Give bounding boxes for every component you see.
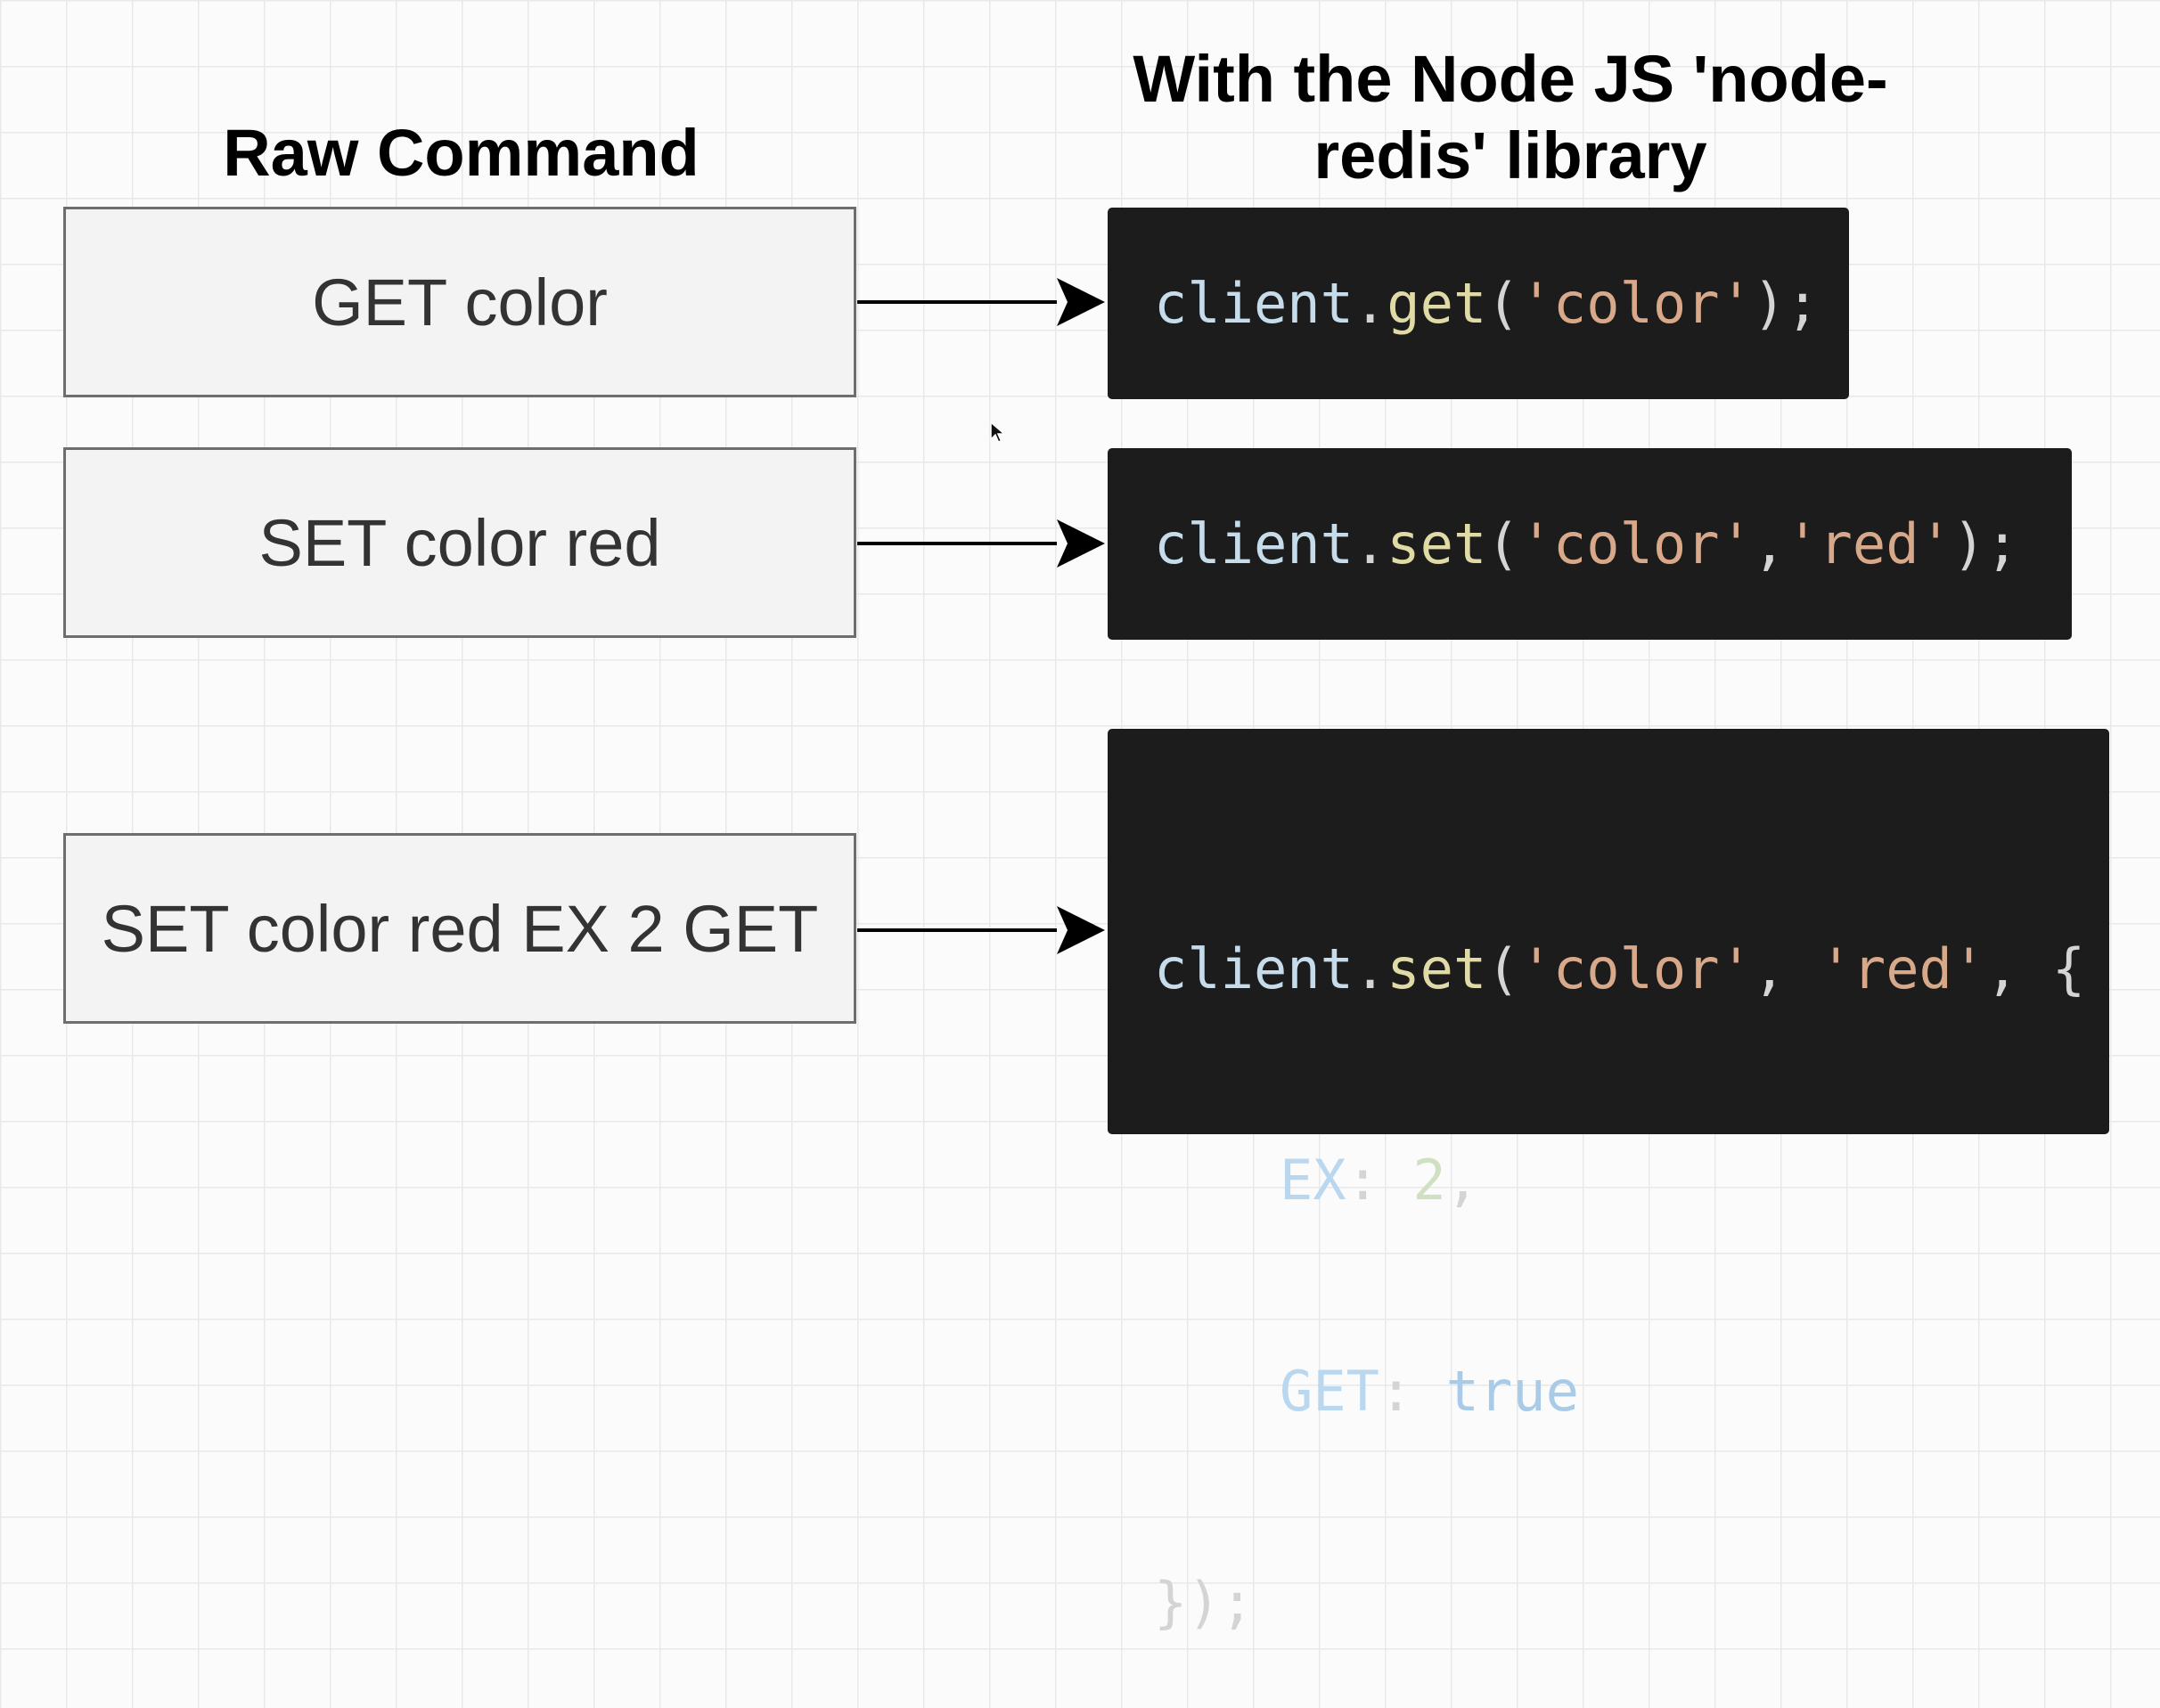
node-redis-heading-line2: redis' library	[1313, 118, 1707, 192]
code-token: ,	[1752, 936, 1787, 1001]
raw-command-text: GET color	[312, 265, 608, 339]
code-token: GET	[1280, 1359, 1379, 1424]
code-token: client	[1154, 271, 1354, 336]
raw-command-box-set-ex-get: SET color red EX 2 GET	[63, 833, 856, 1024]
code-token: 2	[1412, 1148, 1446, 1213]
arrow-right-icon	[857, 519, 1105, 568]
code-token: (	[1486, 511, 1520, 576]
code-token: 'red'	[1819, 936, 1986, 1001]
code-token: });	[1154, 1570, 1254, 1635]
code-token: set	[1387, 511, 1487, 576]
node-redis-heading: With the Node JS 'node- redis' library	[1105, 41, 1916, 194]
code-token: );	[1951, 511, 2019, 576]
code-token: ,	[1752, 511, 1787, 576]
raw-command-text: SET color red	[258, 505, 661, 580]
code-line: client.set('color', 'red', {	[1154, 934, 2109, 1004]
code-token: .	[1353, 936, 1387, 1001]
code-token: true	[1445, 1359, 1579, 1424]
code-token: 'color'	[1519, 936, 1753, 1001]
code-token: (	[1486, 271, 1520, 336]
code-token: (	[1486, 936, 1520, 1001]
code-token: .	[1353, 511, 1387, 576]
arrow-right-icon	[857, 906, 1105, 954]
code-block-set-options: client.set('color', 'red', { EX: 2, GET:…	[1108, 729, 2109, 1635]
mouse-cursor-icon	[990, 421, 1006, 443]
raw-command-heading: Raw Command	[223, 116, 700, 190]
code-token: 'red'	[1786, 511, 1952, 576]
arrow-right-icon	[857, 278, 1105, 326]
connector-arrows	[857, 278, 1105, 954]
code-block-get: client.get('color');	[1108, 208, 1849, 399]
raw-command-box-set: SET color red	[63, 447, 856, 638]
code-token: get	[1387, 271, 1487, 336]
raw-command-box-get: GET color	[63, 207, 856, 397]
code-token: ,	[1985, 936, 2019, 1001]
code-token: :	[1379, 1359, 1413, 1424]
code-line: EX: 2,	[1154, 1145, 2109, 1215]
code-line: });	[1154, 1567, 2109, 1638]
code-token: EX	[1280, 1148, 1346, 1213]
code-token: :	[1346, 1148, 1379, 1213]
code-line: GET: true	[1154, 1356, 2109, 1426]
code-block-set: client.set('color', 'red');	[1108, 448, 2072, 640]
code-token: 'color'	[1519, 511, 1753, 576]
code-token: set	[1387, 936, 1487, 1001]
code-token: .	[1353, 271, 1387, 336]
code-token: 'color'	[1519, 271, 1753, 336]
code-token: ,	[1445, 1148, 1479, 1213]
code-token: client	[1154, 511, 1354, 576]
code-token: client	[1154, 936, 1354, 1001]
raw-command-text: SET color red EX 2 GET	[101, 891, 819, 966]
code-token: );	[1752, 271, 1820, 336]
node-redis-heading-line1: With the Node JS 'node-	[1133, 42, 1888, 116]
code-token: {	[2051, 936, 2086, 1001]
